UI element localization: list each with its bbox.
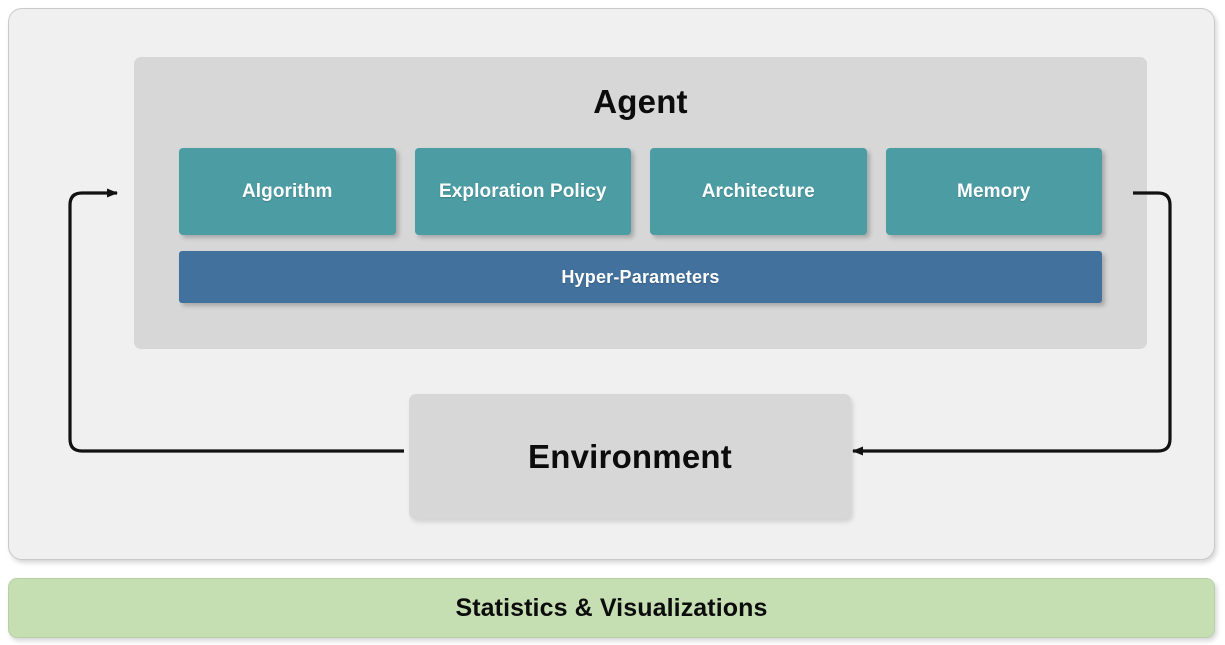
agent-component-algorithm-label: Algorithm — [241, 180, 333, 202]
statistics-visualizations-label: Statistics & Visualizations — [455, 593, 768, 622]
agent-title: Agent — [593, 83, 688, 120]
environment-box[interactable]: Environment — [409, 394, 851, 519]
environment-label: Environment — [528, 437, 732, 475]
agent-component-row: Algorithm Exploration Policy Architectur… — [179, 148, 1102, 235]
hyper-parameters-label: Hyper-Parameters — [561, 266, 720, 287]
agent-component-memory-label: Memory — [957, 180, 1031, 202]
agent-component-architecture-label: Architecture — [701, 180, 815, 202]
agent-component-algorithm[interactable]: Algorithm — [179, 148, 396, 235]
agent-component-architecture[interactable]: Architecture — [650, 148, 867, 235]
agent-component-memory[interactable]: Memory — [885, 148, 1102, 235]
system-panel: Agent Algorithm Exploration Policy Archi… — [8, 8, 1215, 560]
agent-component-exploration-policy-label: Exploration Policy — [438, 180, 607, 202]
agent-component-exploration-policy[interactable]: Exploration Policy — [414, 148, 631, 235]
statistics-visualizations-bar[interactable]: Statistics & Visualizations — [8, 578, 1215, 638]
agent-panel: Agent Algorithm Exploration Policy Archi… — [134, 57, 1147, 349]
hyper-parameters-bar[interactable]: Hyper-Parameters — [179, 251, 1102, 303]
